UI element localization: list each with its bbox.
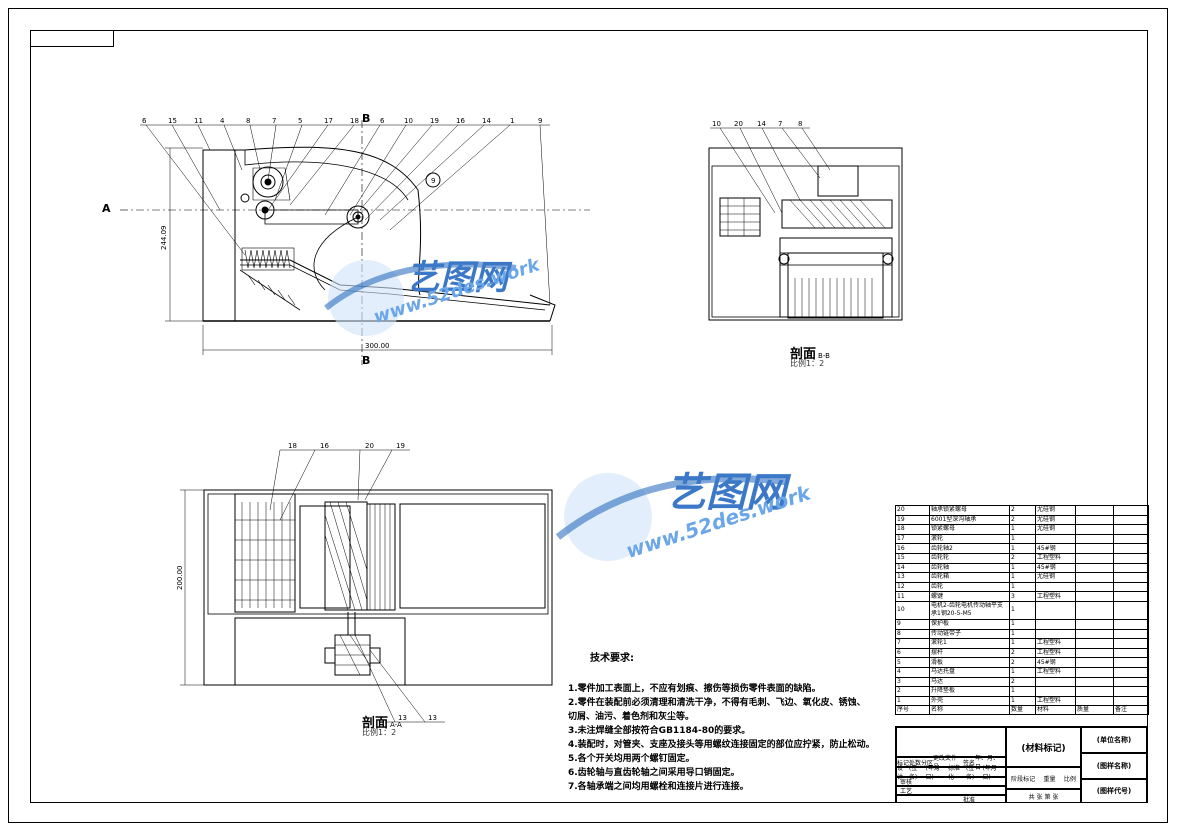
note-item: 5.各个开关均用两个螺钉固定。 (568, 754, 695, 764)
unit-name: (单位名称) (1081, 727, 1147, 753)
gear-pivot (346, 205, 370, 229)
note-item: 1.零件加工表面上，不应有划痕、擦伤等损伤零件表面的缺陷。 (568, 684, 821, 694)
section-aa-view: 18 16 20 19 13 13 200.00 (176, 442, 553, 723)
balloon: 16 (320, 442, 329, 450)
balloon: 16 (456, 117, 465, 125)
notes-title: 技术要求: (590, 653, 634, 664)
balloon: 20 (365, 442, 374, 450)
balloon: 14 (757, 120, 766, 128)
balloon: 7 (778, 120, 782, 128)
balloon: 14 (482, 117, 491, 125)
balloon: 11 (194, 117, 203, 125)
balloon: 19 (430, 117, 439, 125)
balloon: 10 (404, 117, 413, 125)
leader-lines (145, 124, 551, 306)
material-mark: (材料标记) (1006, 727, 1081, 767)
balloon: 20 (734, 120, 743, 128)
balloon: 10 (712, 120, 721, 128)
balloon: 19 (396, 442, 405, 450)
section-marker-left: A (102, 202, 111, 215)
spring-coil (241, 247, 295, 271)
tray-slot (399, 503, 546, 609)
balloon: 15 (168, 117, 177, 125)
note-item: 7.各轴承端之间均用螺栓和连接片进行连接。 (568, 782, 749, 792)
ramp (240, 259, 551, 306)
comb-left (234, 493, 296, 613)
section-bb-scale: 比例1：2 (790, 359, 825, 368)
balloon: 8 (798, 120, 802, 128)
section-marker-bottom: B (362, 354, 370, 367)
balloon: 18 (350, 117, 359, 125)
section-marker-top: B (362, 112, 370, 125)
callout-label: 9 (431, 177, 435, 185)
motor-block (719, 197, 761, 237)
balloon: 17 (324, 117, 333, 125)
corner-code-box (30, 30, 114, 47)
title-block: 标记处数分区更改文件号签名年、月、日 设计(签名)(年月日)标准化(签名)(年月… (895, 726, 1148, 804)
balloon: 13 (398, 714, 407, 722)
balloon: 18 (288, 442, 297, 450)
balloon: 6 (380, 117, 385, 125)
dimension-height: 244.09 (160, 226, 168, 251)
dimension-height-aa: 200.00 (176, 566, 184, 591)
drawing-name: (图样名称) (1081, 753, 1147, 779)
dimension-width: 300.00 (365, 342, 390, 350)
section-aa-scale: 比例1：2 (362, 728, 397, 737)
balloon: 1 (510, 117, 514, 125)
drawing-code: (图样代号) (1081, 779, 1147, 803)
balloon: 4 (220, 117, 225, 125)
balloon: 13 (428, 714, 437, 722)
balloon: 8 (246, 117, 250, 125)
note-item: 3.未注焊缝全部按符合GB1184-80的要求。 (568, 726, 751, 736)
balloon: 6 (142, 117, 147, 125)
outer-border (8, 8, 1168, 823)
main-view: 6 15 11 4 8 7 5 17 18 6 10 19 16 14 1 9 … (102, 112, 590, 367)
balloon: 7 (272, 117, 276, 125)
balloon: 9 (538, 117, 542, 125)
section-bb-view: 10 20 14 7 8 (708, 120, 903, 321)
roller-shaft (781, 199, 893, 229)
callout-circle (425, 172, 441, 188)
note-item: 2.零件在装配前必须清理和清洗干净，不得有毛刺、飞边、氧化皮、锈蚀、切屑、油污、… (568, 698, 866, 722)
inner-border (30, 30, 1148, 803)
balloon: 5 (298, 117, 302, 125)
note-item: 6.齿轮轴与直齿轮轴之间采用导口销固定。 (568, 768, 740, 778)
bom-header-row: 序号名称数量材料质量备注 (895, 705, 1149, 716)
note-item: 4.装配时，对管夹、支座及接头等用螺纹连接固定的部位应拧紧，防止松动。 (568, 740, 875, 750)
